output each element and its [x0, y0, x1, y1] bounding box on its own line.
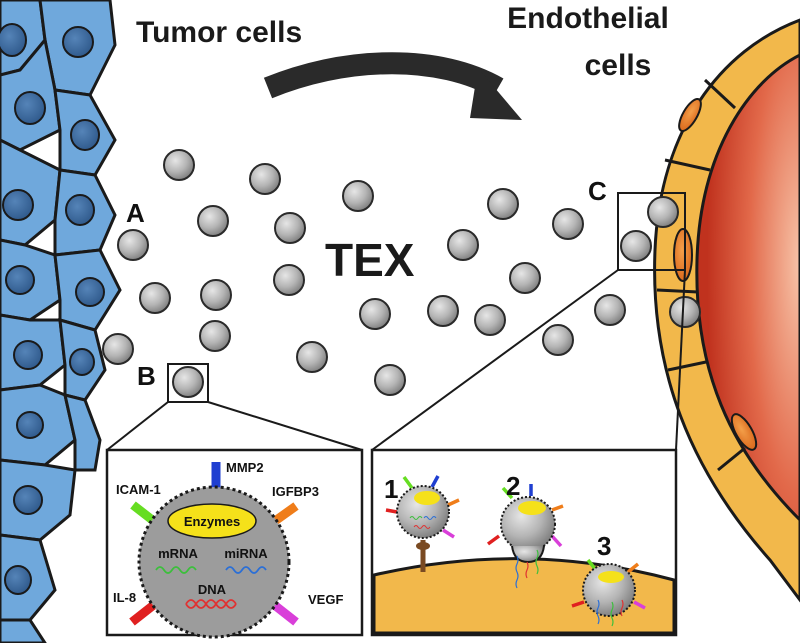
- exosome: [647, 196, 679, 228]
- exosome: [594, 294, 626, 326]
- exosome-step-1: [385, 475, 460, 572]
- step-3-label: 3: [597, 531, 611, 561]
- exosome-step-3: [571, 558, 646, 627]
- igfbp3-label: IGFBP3: [272, 484, 319, 499]
- exosome: [487, 188, 519, 220]
- dna-label: DNA: [198, 582, 227, 597]
- mmp2-label: MMP2: [226, 460, 264, 475]
- exosome: [669, 296, 701, 328]
- tumor-cells-title: Tumor cells: [136, 16, 302, 49]
- enzymes-blob: [167, 503, 257, 539]
- dna-helix: [185, 599, 237, 609]
- tumor-cell-nuclei: [0, 23, 105, 595]
- label-b: B: [137, 361, 156, 391]
- il8-label: IL-8: [113, 590, 136, 605]
- exosome: [374, 364, 406, 396]
- exosome: [552, 208, 584, 240]
- exosome: [102, 333, 134, 365]
- icam1-label: ICAM-1: [116, 482, 161, 497]
- tumor-cell-cluster: [0, 0, 122, 643]
- exosome: [200, 279, 232, 311]
- mrna-label: mRNA: [158, 546, 198, 561]
- exosome-detail-panel: Enzymes mRNA miRNA DNA MMP2 ICAM-1 IGFBP…: [105, 448, 364, 639]
- exosome: [117, 229, 149, 261]
- exosome: [427, 295, 459, 327]
- uptake-detail-panel: 1 2 3: [370, 448, 678, 637]
- mrna-strand: [155, 566, 197, 574]
- endothelial-title-line1: Endothelial: [507, 2, 669, 35]
- exosome: [249, 163, 281, 195]
- enzymes-label: Enzymes: [184, 514, 240, 529]
- mirna-label: miRNA: [224, 546, 268, 561]
- exosome: [447, 229, 479, 261]
- exosome: [509, 262, 541, 294]
- exosome: [199, 320, 231, 352]
- exosome: [197, 205, 229, 237]
- mirna-strand: [225, 566, 267, 574]
- exosome: [342, 180, 374, 212]
- exosome: [163, 149, 195, 181]
- tex-label: TEX: [325, 234, 415, 286]
- exosome: [274, 212, 306, 244]
- label-c: C: [588, 176, 607, 206]
- step-2-label: 2: [506, 471, 520, 501]
- endothelial-title-line2: cells: [585, 49, 652, 82]
- blood-vessel: [653, 18, 800, 603]
- endothelial-cell-borders: [656, 78, 746, 472]
- zoom-guides: [106, 192, 686, 451]
- exosome: [296, 341, 328, 373]
- step-1-label: 1: [384, 474, 398, 504]
- exosome: [542, 324, 574, 356]
- exosome-field: [102, 149, 701, 398]
- exosome: [273, 264, 305, 296]
- exosome: [172, 366, 204, 398]
- exosome: [359, 298, 391, 330]
- exosome: [620, 230, 652, 262]
- exosome-step-2: [486, 484, 564, 589]
- transfer-arrow: [263, 52, 522, 120]
- exosome: [474, 304, 506, 336]
- vegf-label: VEGF: [308, 592, 343, 607]
- label-a: A: [126, 198, 145, 228]
- exosome: [139, 282, 171, 314]
- endothelial-nuclei: [673, 98, 758, 451]
